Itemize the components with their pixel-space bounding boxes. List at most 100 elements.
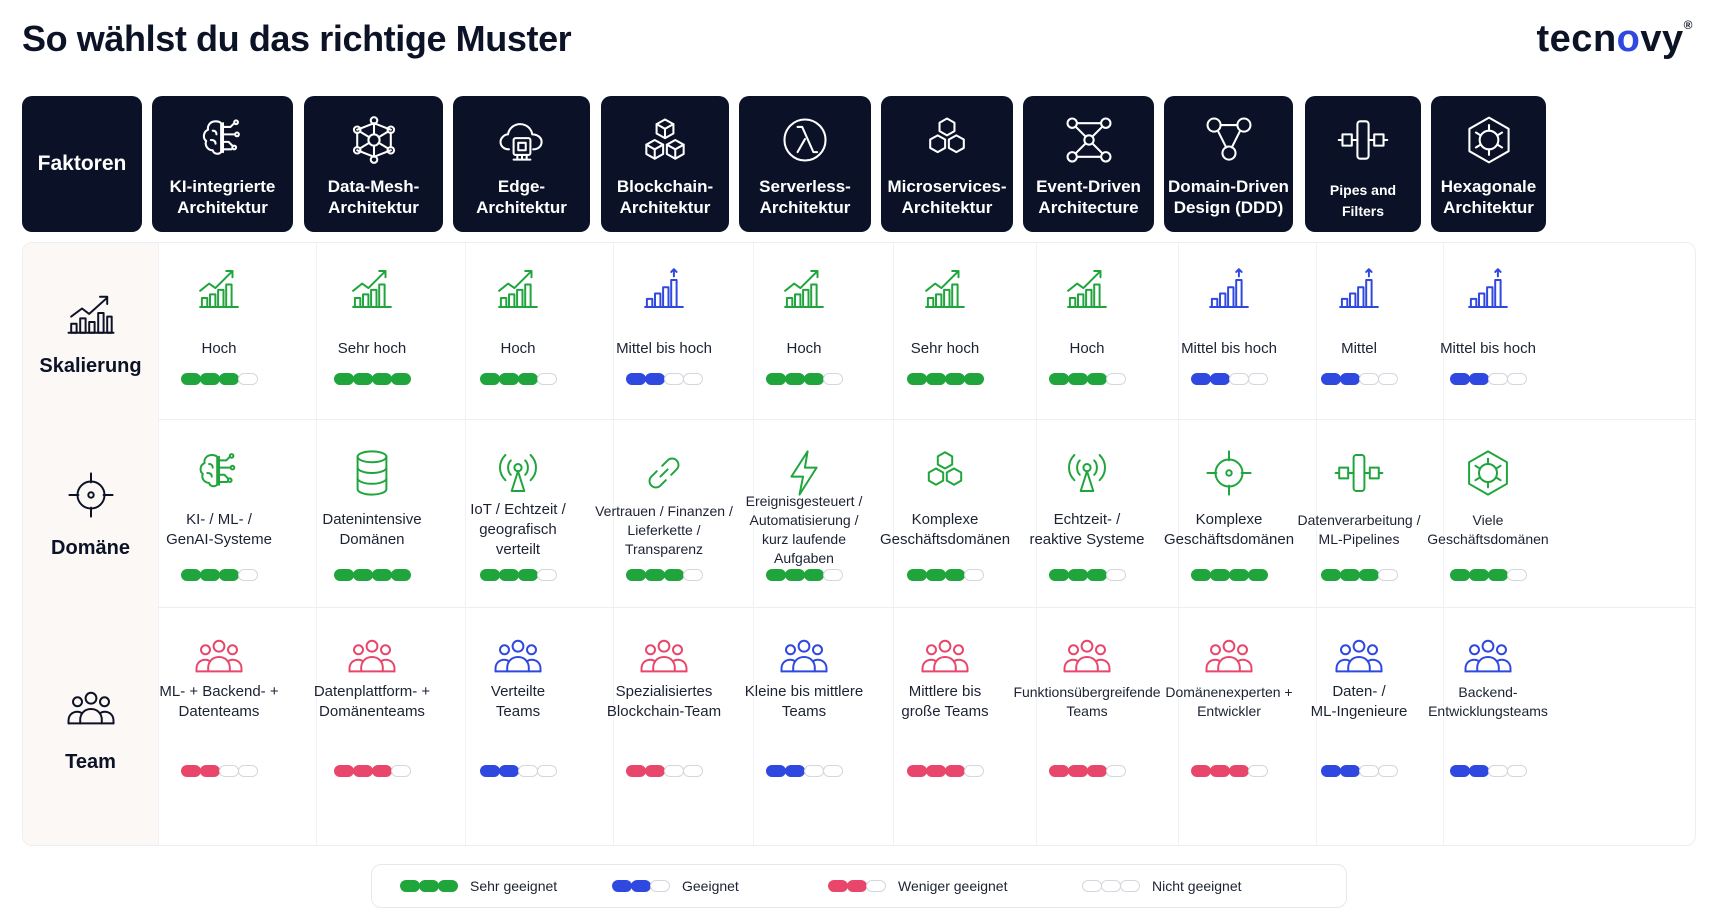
row-separator [23,419,1695,420]
rating-pill-filled [333,569,354,581]
rating-pill-filled [498,373,519,385]
rating-pill-empty [963,569,984,581]
factor-skalierung: Skalierung [23,243,158,419]
hexagon-ring-icon [1460,445,1516,501]
cell-text: Backend- Entwicklungsteams [1428,684,1548,719]
rating-pill-filled [625,569,646,581]
cell-skalierung-6: Sehr hoch [875,243,1015,419]
rating-pill-filled [218,373,239,385]
column-separator [613,243,614,845]
cell-text: Hoch [786,340,822,357]
rating-indicator [180,765,258,777]
cell-team-6: Mittlere bis große Teams [875,607,1015,845]
cell-team-1: ML- + Backend- + Datenteams [149,607,289,845]
cell-text: Hoch [500,340,536,357]
cell-team-5: Kleine bis mittlere Teams [734,607,874,845]
legend-item: Nicht geeignet [1082,878,1242,894]
legend-item: Weniger geeignet [828,878,1007,894]
rating-pill-filled [944,765,965,777]
rating-indicator [1190,569,1268,581]
rating-pill-filled [1468,765,1489,777]
cell-text: Spezialisiertes Blockchain-Team [606,683,722,720]
rating-indicator [906,569,984,581]
column-separator [1036,243,1037,845]
team-icon [776,629,832,685]
header-column-7: Event-Driven Architecture [1023,96,1154,232]
cell-text: Sehr hoch [337,340,407,357]
legend-label: Nicht geeignet [1152,878,1242,894]
rating-pill-filled [1339,569,1360,581]
rating-pill-filled [1320,569,1341,581]
factor-label: Skalierung [39,354,142,377]
rating-pill-filled [479,373,500,385]
cell-skalierung-3: Hoch [448,243,588,419]
cell-text: Datenplattform- + Domänenteams [313,683,431,720]
rating-pill-filled [1209,765,1230,777]
rating-pill-filled [517,373,538,385]
rating-indicator [180,569,258,581]
growth-chart-icon [1059,261,1115,317]
growth-chart-icon [776,261,832,317]
rating-pill-filled [944,569,965,581]
cell-skalierung-7: Hoch [1017,243,1157,419]
rating-indicator [765,765,843,777]
rating-indicator [1449,569,1527,581]
team-icon [917,629,973,685]
rating-pill-filled [1339,373,1360,385]
rating-pill-filled [1067,765,1088,777]
column-separator [1443,243,1444,845]
factor-label: Team [65,750,116,773]
cell-text: Hoch [1069,340,1105,357]
rating-pill-empty [536,373,557,385]
rating-pill-filled [644,373,665,385]
rating-pill-filled [625,373,646,385]
rating-indicator [333,569,411,581]
rating-pill-filled [1228,765,1249,777]
rating-pill-filled [906,373,927,385]
rating-pill-empty [682,373,703,385]
rating-pill-empty [1105,569,1126,581]
header-column-5: Serverless- Architektur [739,96,871,232]
rating-pill-empty [237,765,258,777]
cell-skalierung-8: Mittel bis hoch [1159,243,1299,419]
rating-pill-filled [199,569,220,581]
rating-pill-empty [663,373,684,385]
rating-pill-empty [1487,765,1508,777]
rating-pill-empty [1377,373,1398,385]
rating-indicator [1449,765,1527,777]
rating-pill-filled [479,765,500,777]
growth-chart-icon [490,261,546,317]
rating-pill-empty [1120,880,1140,892]
row-separator [23,607,1695,608]
brand-o: o [1616,18,1641,60]
hexagon-ring-icon [1459,110,1519,170]
rating-pill-empty [517,765,538,777]
page-title: So wählst du das richtige Muster [22,18,572,59]
rating-pill-empty [1105,373,1126,385]
rating-pill-filled [1247,569,1268,581]
rating-pill-filled [1190,765,1211,777]
rating-pill-filled [925,765,946,777]
team-icon [490,629,546,685]
rating-pill-empty [822,373,843,385]
rating-pill-filled [371,765,392,777]
cell-text: ML- + Backend- + Datenteams [159,683,279,720]
cell-text: Verteilte Teams [490,683,546,720]
rating-pill-filled [765,765,786,777]
team-icon [636,629,692,685]
cell-domäne-3: IoT / Echtzeit / geografisch verteilt [448,419,588,607]
cell-text: Komplexe Geschäftsdomänen [1163,511,1295,548]
cell-domäne-4: Vertrauen / Finanzen / Lieferkette / Tra… [594,419,734,607]
column-separator [753,243,754,845]
rating-indicator [479,569,557,581]
rating-pill-filled [438,880,458,892]
rating-indicator [625,765,703,777]
legend-item: Sehr geeignet [400,878,557,894]
rating-pill-empty [866,880,886,892]
rating-pill-filled [784,569,805,581]
rating-pill-filled [1339,765,1360,777]
cell-skalierung-2: Sehr hoch [302,243,442,419]
rating-pill-filled [1487,569,1508,581]
rating-pill-empty [1105,765,1126,777]
